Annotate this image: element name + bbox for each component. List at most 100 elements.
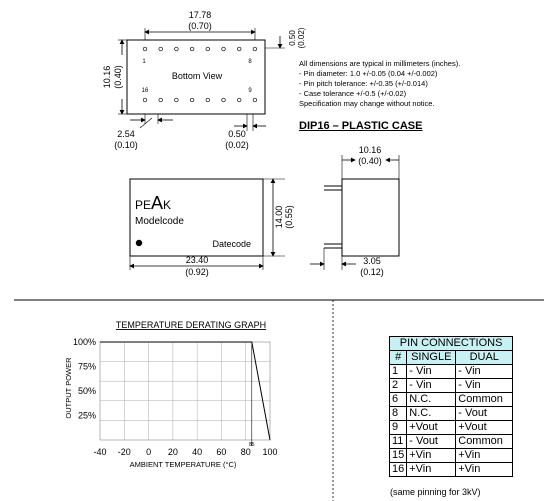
y-tick-label: 50% — [78, 386, 96, 396]
side-pin-len-mm: 3.05 — [363, 256, 381, 266]
pin-single: +Vin — [406, 462, 457, 477]
derating-xlabel: AMBIENT TEMPERATURE (°C) — [130, 460, 237, 469]
pin-single: - Vout — [406, 434, 457, 449]
pin-num: 6 — [388, 392, 408, 407]
pin-hole — [237, 97, 242, 103]
pin-width-in: (0.02) — [225, 140, 249, 150]
side-view: 10.16 (0.40) 3.05 (0.12) — [310, 145, 400, 277]
bottom-height-mm: 10.16 — [102, 66, 112, 89]
derating-y-ticks: 100% 75% 50% 25% — [73, 337, 96, 421]
pin-num: 15 — [388, 448, 408, 463]
notes-intro: All dimensions are typical in millimeter… — [299, 59, 461, 68]
bottom-height-in: (0.40) — [113, 65, 123, 89]
table-row: 2- Vin- Vin — [388, 378, 514, 393]
x-tick-label: 60 — [216, 447, 226, 457]
bottom-view-body — [126, 39, 266, 115]
derating-grid — [99, 341, 271, 441]
pin-dual: - Vin — [455, 364, 514, 379]
pin-hole — [252, 97, 258, 103]
pin-table-note: (same pinning for 3kV) — [390, 487, 481, 497]
pin-num: 9 — [388, 420, 408, 435]
pin-single: +Vout — [406, 420, 457, 435]
derating-curve — [100, 341, 271, 441]
x-tick-label: 40 — [192, 447, 202, 457]
table-row: 9+Vout+Vout — [388, 420, 514, 435]
front-height-mm: 14.00 — [274, 206, 284, 229]
side-width-mm: 10.16 — [359, 145, 382, 155]
pin-hole — [237, 46, 242, 52]
pin-single: - Vin — [406, 378, 457, 393]
pin-hole — [221, 97, 226, 103]
derating-ylabel: OUTPUT POWER — [64, 357, 73, 419]
pin-row-top — [142, 46, 258, 52]
date-code: Datecode — [212, 239, 251, 249]
pin-single: +Vin — [406, 448, 457, 463]
pin-hole — [158, 97, 163, 103]
notes-line-3: - Case tolerance +/-0.5 (+/-0.02) — [299, 89, 407, 98]
y-tick-label: 25% — [78, 411, 96, 421]
bottom-view-label: Bottom View — [172, 71, 223, 81]
pin-dual: - Vout — [455, 406, 514, 421]
x-tick-label: -40 — [93, 447, 106, 457]
pin-connections-table: PIN CONNECTIONS # SINGLE DUAL 1- Vin- Vi… — [388, 336, 514, 477]
pin-header-num: # — [388, 350, 408, 365]
pin-single: N.C. — [406, 406, 457, 421]
derating-title: TEMPERATURE DERATING GRAPH — [116, 320, 266, 330]
notes-line-4: Specification may change without notice. — [299, 99, 435, 108]
derating-graph: TEMPERATURE DERATING GRAPH OUTPUT POWER … — [64, 320, 278, 469]
pin-hole — [174, 46, 179, 52]
model-code: Modelcode — [135, 216, 184, 227]
pin-hole — [221, 46, 226, 52]
side-pin-len-in: (0.12) — [360, 267, 384, 277]
bottom-pad-in: (0.02) — [297, 27, 306, 48]
dimension-notes: All dimensions are typical in millimeter… — [299, 59, 460, 109]
pin-dual: +Vout — [455, 420, 514, 435]
pin-16-label: 16 — [142, 88, 149, 94]
pin-header-single: SINGLE — [406, 350, 457, 365]
notes-line-2: - Pin pitch tolerance: +/-0.35 (+/-0.014… — [299, 79, 428, 88]
bottom-pad-mm: 0.50 — [288, 30, 297, 46]
pin-9-label: 9 — [248, 88, 252, 94]
pin-num: 1 — [388, 364, 408, 379]
table-row: 15+Vin+Vin — [388, 448, 514, 463]
pin-dual: +Vin — [455, 462, 514, 477]
pin-1-label: 1 — [142, 59, 146, 65]
notes-line-1: - Pin diameter: 1.0 +/-0.05 (0.04 +/-0.0… — [299, 69, 438, 78]
plot-frame — [99, 341, 271, 441]
front-view: PEAK Modelcode Datecode 23.40 (0.92) 14.… — [129, 178, 294, 277]
pin-single: - Vin — [406, 364, 457, 379]
pin-num: 2 — [388, 378, 408, 393]
y-tick-label: 100% — [73, 337, 96, 347]
y-tick-label: 75% — [78, 362, 96, 372]
pin-num: 16 — [388, 462, 408, 477]
derating-knee-label: 85 — [249, 442, 255, 448]
pin-hole — [189, 46, 195, 52]
pin-hole — [142, 46, 148, 52]
front-width-mm: 23.40 — [186, 255, 209, 265]
pin-hole — [252, 46, 258, 52]
front-height-in: (0.55) — [284, 205, 294, 229]
pitch-in: (0.10) — [114, 140, 138, 150]
pin-8-label: 8 — [248, 59, 252, 65]
pin-hole — [205, 46, 210, 52]
pin-dual: Common — [455, 392, 514, 407]
pin-single: N.C. — [406, 392, 457, 407]
front-width-in: (0.92) — [185, 267, 209, 277]
x-tick-label: -20 — [118, 447, 131, 457]
x-tick-label: 20 — [168, 447, 178, 457]
pin-header-dual: DUAL — [455, 350, 514, 365]
brand-logo: PEAK — [135, 193, 171, 213]
pin-num: 8 — [388, 406, 408, 421]
pin-table-title: PIN CONNECTIONS — [388, 336, 514, 351]
table-row: 16+Vin+Vin — [388, 462, 514, 477]
pin-num: 11 — [388, 434, 408, 449]
pin-hole — [205, 97, 210, 103]
pin-row-bottom — [142, 97, 258, 103]
case-title: DIP16 – PLASTIC CASE — [299, 120, 423, 132]
pin-dual: Common — [455, 434, 514, 449]
pin-dual: +Vin — [455, 448, 514, 463]
